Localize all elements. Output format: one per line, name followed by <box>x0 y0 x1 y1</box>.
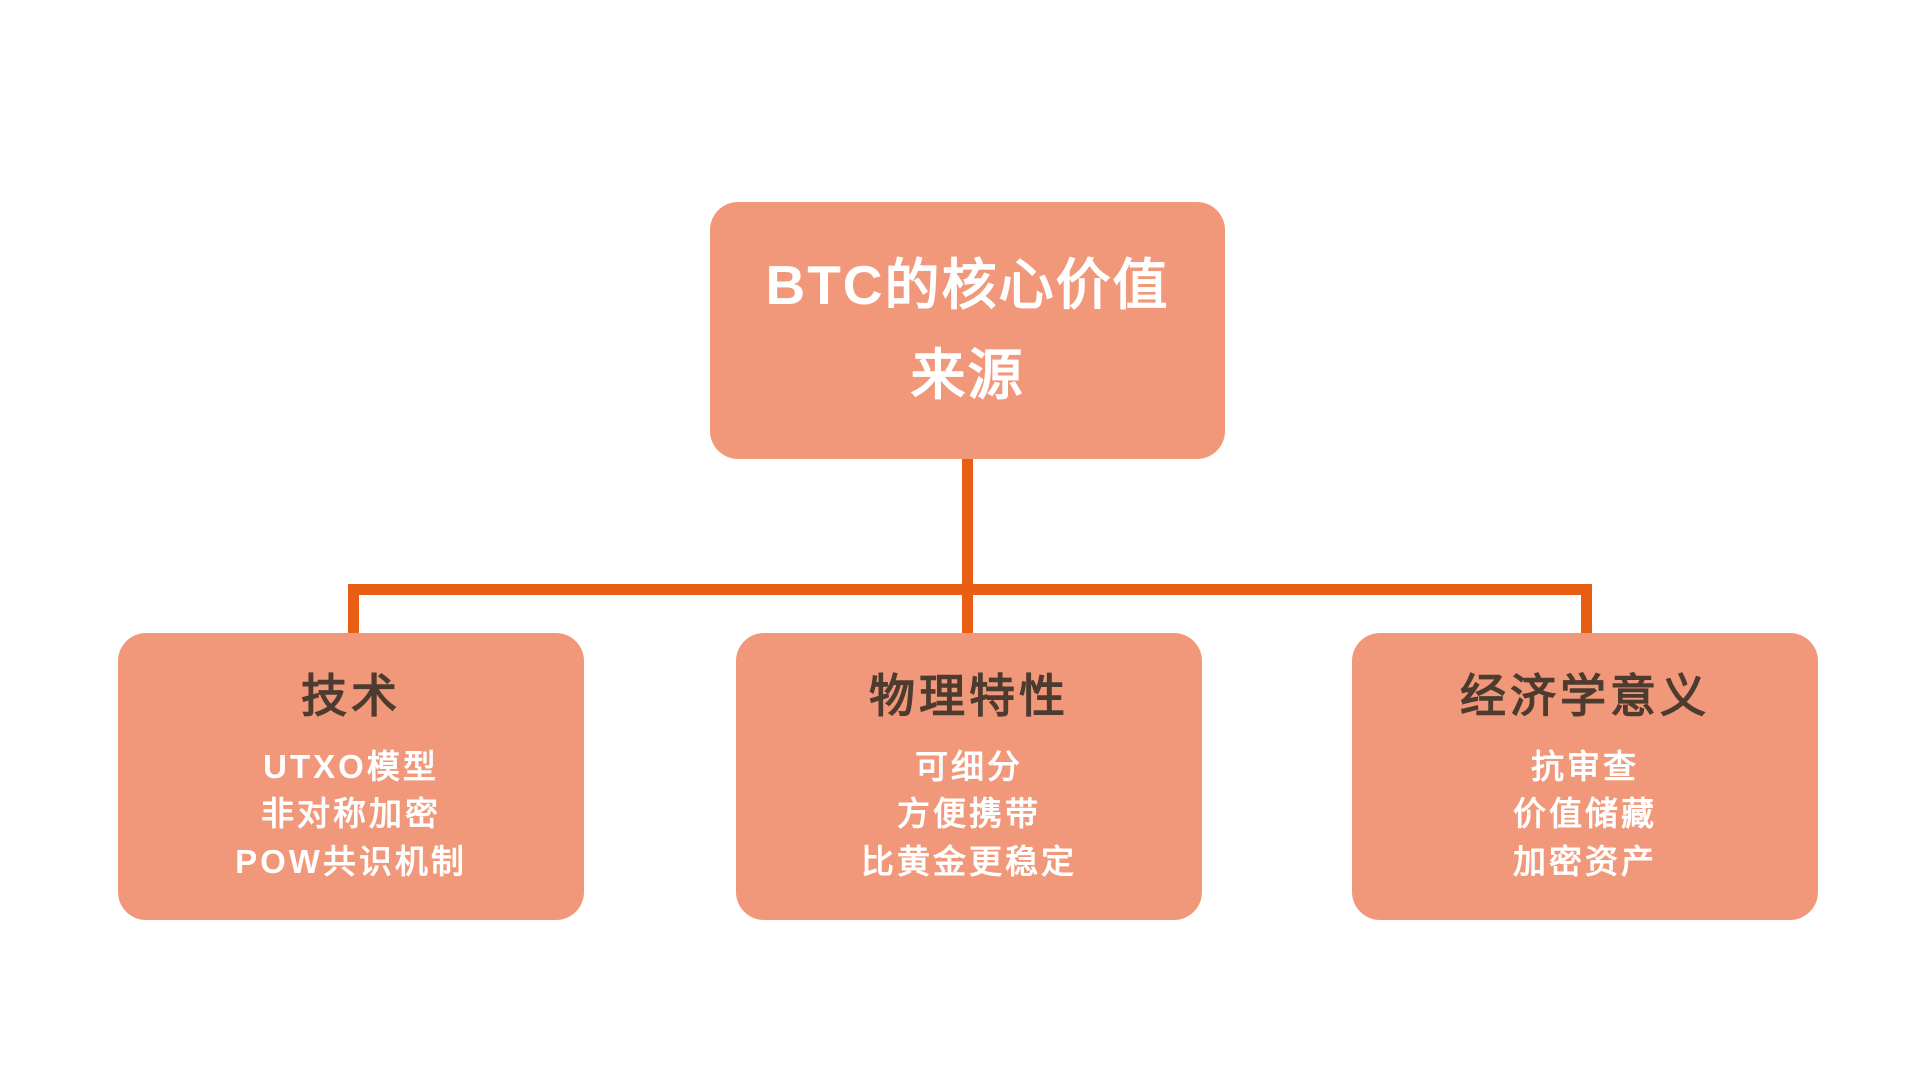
branch-item-store-of-value: 价值储藏 <box>1513 795 1657 833</box>
connector-trunk <box>962 458 973 635</box>
branch-item-portable: 方便携带 <box>897 795 1041 833</box>
branch-title-technology: 技术 <box>301 669 401 722</box>
branch-node-physical: 物理特性 可细分 方便携带 比黄金更稳定 <box>736 633 1202 920</box>
connector-drop-right <box>1581 584 1592 635</box>
branch-node-economic: 经济学意义 抗审查 价值储藏 加密资产 <box>1352 633 1818 920</box>
connector-drop-left <box>348 584 359 635</box>
branch-title-economic: 经济学意义 <box>1460 669 1710 722</box>
branch-item-utxo: UTXO模型 <box>263 747 439 785</box>
branch-item-divisible: 可细分 <box>915 747 1023 785</box>
root-node: BTC的核心价值 来源 <box>710 202 1225 459</box>
root-node-title-line-2: 来源 <box>910 343 1025 406</box>
branch-item-pow-consensus: POW共识机制 <box>235 843 467 881</box>
connector-crossbar <box>348 584 1592 595</box>
root-node-title-line-1: BTC的核心价值 <box>765 254 1170 317</box>
branch-title-physical: 物理特性 <box>869 669 1069 722</box>
branch-item-crypto-asset: 加密资产 <box>1513 843 1657 881</box>
branch-item-asymmetric-encryption: 非对称加密 <box>261 795 441 833</box>
branch-item-more-stable-than-gold: 比黄金更稳定 <box>861 843 1077 881</box>
branch-item-censorship-resistant: 抗审查 <box>1531 747 1639 785</box>
branch-node-technology: 技术 UTXO模型 非对称加密 POW共识机制 <box>118 633 584 920</box>
